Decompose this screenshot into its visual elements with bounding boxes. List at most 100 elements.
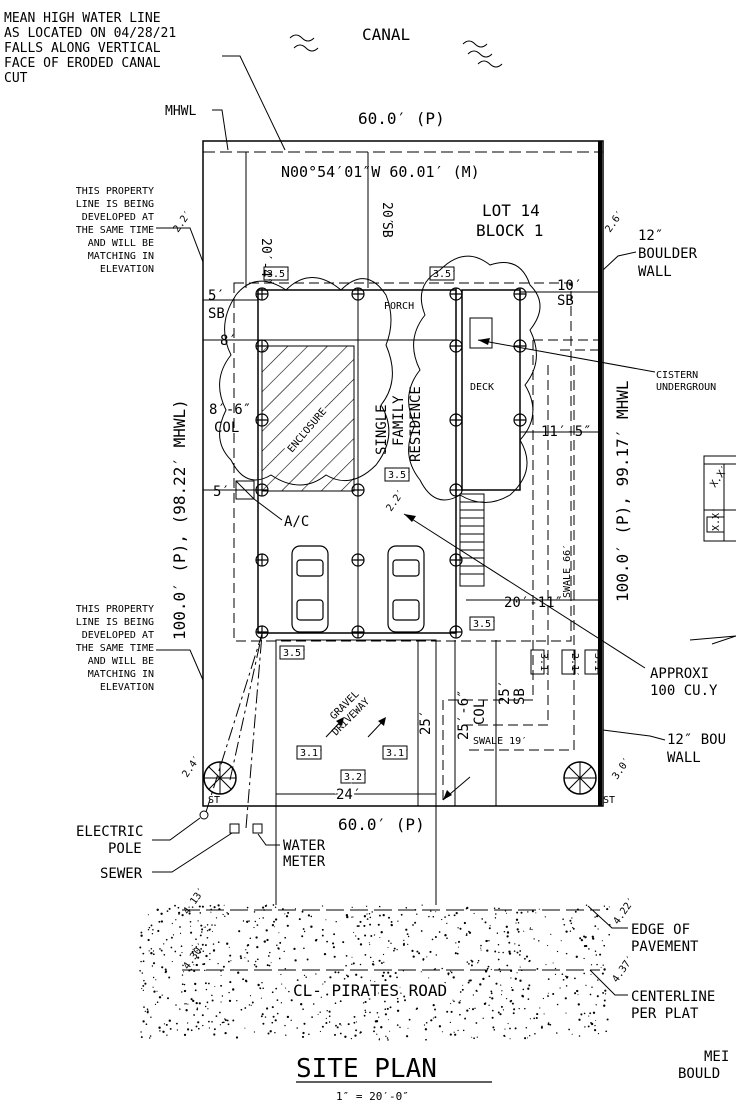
stipple-dot bbox=[197, 956, 200, 959]
pile-marker-cross bbox=[256, 288, 268, 300]
stipple-dot bbox=[387, 971, 390, 974]
stipple-dot bbox=[228, 946, 230, 948]
boulder-top-leader bbox=[602, 251, 637, 271]
stipple-dot bbox=[285, 1034, 287, 1036]
stipple-dot bbox=[547, 1023, 550, 1026]
stipple-dot bbox=[547, 978, 550, 980]
stipple-dot bbox=[142, 1020, 145, 1023]
stipple-dot bbox=[565, 952, 568, 955]
stipple-dot bbox=[604, 993, 607, 995]
stipple-dot bbox=[504, 910, 507, 912]
stipple-dot bbox=[345, 964, 347, 967]
stipple-dot bbox=[400, 913, 403, 916]
stipple-dot bbox=[219, 1024, 222, 1026]
stipple-dot bbox=[161, 966, 164, 969]
stipple-dot bbox=[281, 983, 283, 985]
stipple-dot bbox=[357, 992, 361, 995]
left-5: 5′ bbox=[213, 484, 230, 500]
electric-pole-icon bbox=[199, 810, 209, 820]
stipple-dot bbox=[600, 966, 602, 968]
stipple-dot bbox=[384, 979, 387, 982]
svg-text:BOULD: BOULD bbox=[678, 1066, 720, 1082]
swale-19: SWALE 19′ bbox=[473, 736, 527, 747]
stipple-dot bbox=[394, 995, 397, 998]
stipple-dot bbox=[221, 995, 224, 997]
stipple-dot bbox=[150, 1016, 152, 1018]
stipple-dot bbox=[389, 1006, 392, 1009]
stipple-dot bbox=[509, 1038, 511, 1040]
stipple-dot bbox=[393, 947, 396, 950]
stipple-dot bbox=[351, 963, 353, 965]
stipple-dot bbox=[179, 926, 181, 928]
sb-20: 20′ bbox=[379, 202, 394, 225]
stipple-dot bbox=[244, 957, 246, 959]
right-side-dim: 100.0′ (P), 99.17′ MHWL bbox=[613, 380, 632, 602]
stipple-dot bbox=[533, 1017, 536, 1020]
stipple-dot bbox=[596, 963, 598, 966]
stipple-dot bbox=[195, 938, 197, 941]
setback-line bbox=[233, 282, 572, 642]
svg-text:3.0′: 3.0′ bbox=[610, 756, 633, 782]
stipple-dot bbox=[498, 951, 500, 954]
stipple-dot bbox=[209, 904, 212, 907]
stipple-dot bbox=[509, 1000, 512, 1003]
stipple-dot bbox=[384, 1013, 387, 1016]
stipple-dot bbox=[271, 1006, 274, 1009]
stipple-dot bbox=[520, 911, 523, 914]
dim-25-sb: 25′ bbox=[497, 680, 513, 705]
stipple-dot bbox=[328, 1010, 331, 1013]
stipple-dot bbox=[461, 988, 464, 991]
svg-text:3.1′: 3.1′ bbox=[386, 748, 410, 759]
stipple-dot bbox=[603, 999, 606, 1002]
stipple-dot bbox=[203, 926, 205, 928]
stipple-dot bbox=[506, 935, 509, 938]
pile-marker-cross bbox=[514, 288, 526, 300]
stipple-dot bbox=[232, 1019, 235, 1022]
stipple-dot bbox=[141, 972, 144, 974]
stipple-dot bbox=[354, 1034, 357, 1037]
stipple-dot bbox=[156, 908, 159, 911]
stipple-dot bbox=[183, 989, 187, 993]
stipple-dot bbox=[538, 940, 540, 942]
stipple-dot bbox=[351, 906, 353, 909]
dim-20-11: 20′-11″ bbox=[504, 595, 563, 611]
stipple-dot bbox=[456, 952, 459, 955]
stipple-dot bbox=[463, 921, 466, 925]
stipple-dot bbox=[516, 928, 519, 931]
stipple-dot bbox=[206, 1001, 209, 1004]
pile-marker-cross bbox=[352, 554, 364, 566]
stipple-dot bbox=[260, 997, 262, 999]
stipple-dot bbox=[302, 928, 305, 930]
stipple-dot bbox=[266, 964, 269, 967]
stipple-dot bbox=[181, 983, 184, 986]
stipple-dot bbox=[227, 912, 230, 915]
stipple-dot bbox=[262, 987, 264, 990]
stipple-dot bbox=[457, 927, 459, 929]
svg-text:3.5′: 3.5′ bbox=[473, 619, 497, 630]
stipple-dot bbox=[186, 1022, 189, 1024]
stipple-dot bbox=[242, 920, 245, 922]
deck-outline bbox=[461, 289, 521, 491]
stipple-dot bbox=[201, 1014, 204, 1017]
stipple-dot bbox=[480, 949, 482, 951]
stipple-dot bbox=[325, 1017, 327, 1020]
stipple-dot bbox=[253, 1031, 256, 1033]
stipple-dot bbox=[352, 916, 354, 918]
stipple-dot bbox=[441, 918, 443, 921]
cistern-callout: CISTERN UNDERGROUN bbox=[656, 370, 716, 393]
svg-text:APPROXI: APPROXI bbox=[650, 666, 709, 682]
stipple-dot bbox=[459, 1013, 461, 1016]
stipple-dot bbox=[443, 981, 446, 985]
stipple-dot bbox=[583, 1012, 586, 1015]
stipple-dot bbox=[345, 914, 349, 917]
stipple-dot bbox=[336, 1026, 339, 1029]
stipple-dot bbox=[562, 978, 565, 981]
stipple-dot bbox=[411, 990, 414, 993]
stipple-dot bbox=[224, 1019, 227, 1022]
stipple-dot bbox=[320, 996, 322, 998]
stipple-dot bbox=[265, 929, 268, 932]
svg-text:LINE IS BEING: LINE IS BEING bbox=[76, 199, 154, 210]
drive-arrowhead-left bbox=[336, 717, 344, 726]
stipple-dot bbox=[171, 961, 173, 963]
